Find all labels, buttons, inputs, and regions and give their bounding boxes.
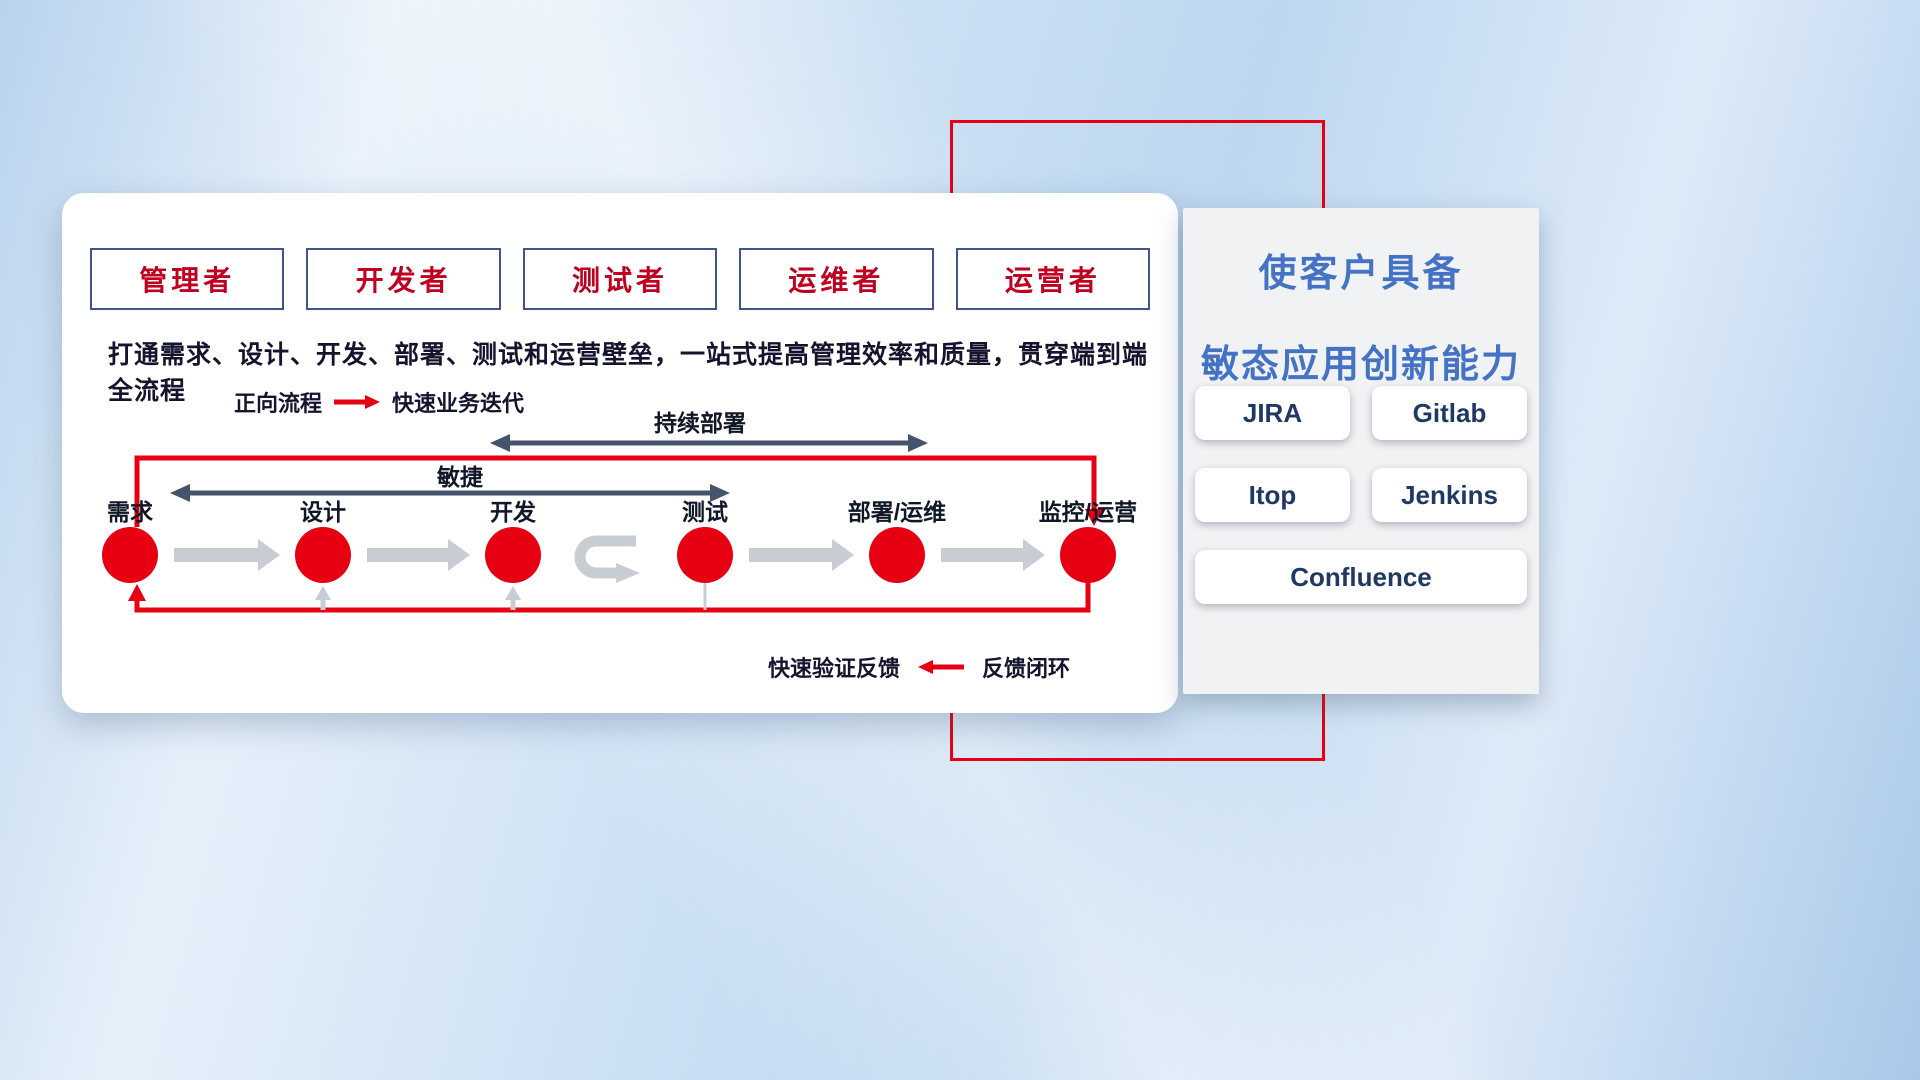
stage-label-monitor-operation: 监控/运营: [1039, 499, 1137, 525]
role-box-developer: 开发者: [306, 248, 501, 310]
feedback-desc: 快速验证反馈: [768, 656, 901, 681]
continuous-deployment-arrow: 持续部署: [490, 410, 928, 452]
feedback-label: 反馈闭环: [982, 656, 1071, 681]
role-box-operator: 运营者: [955, 248, 1151, 310]
panel-title-line2: 敏态应用创新能力: [1200, 344, 1521, 386]
forward-loop-line: [134, 455, 1103, 527]
tool-jenkins: Jenkins: [1372, 468, 1527, 522]
panel-title: 使客户具备 敏态应用创新能力: [1183, 242, 1539, 388]
stage-label-deploy-ops: 部署/运维: [848, 499, 946, 525]
iteration-loop-arrow-icon: [574, 535, 640, 583]
forward-flow-legend: 正向流程 快速业务迭代: [234, 386, 524, 418]
role-label: 测试者: [572, 265, 669, 296]
panel-title-line1: 使客户具备: [1258, 253, 1464, 295]
role-label: 运营者: [1004, 265, 1101, 296]
role-box-tester: 测试者: [522, 248, 718, 310]
forward-flow-label: 正向流程: [234, 391, 323, 416]
role-label: 运维者: [788, 265, 885, 296]
capability-panel: 使客户具备 敏态应用创新能力 JIRA Gitlab Itop Jenkins …: [1183, 208, 1539, 694]
agile-label: 敏捷: [436, 464, 484, 490]
stage-node-testing: [677, 527, 733, 583]
stage-label-testing: 测试: [682, 499, 728, 525]
tool-confluence: Confluence: [1195, 550, 1527, 604]
tool-gitlab: Gitlab: [1372, 386, 1527, 440]
role-boxes-row: 管理者 开发者 测试者 运维者 运营者: [90, 248, 1151, 310]
devops-process-card: 管理者 开发者 测试者 运维者 运营者 打通需求、设计、开发、部署、测试和运营壁…: [62, 193, 1178, 713]
agile-arrow: 敏捷: [170, 464, 730, 502]
continuous-deployment-label: 持续部署: [654, 410, 746, 436]
stage-label-development: 开发: [490, 499, 536, 525]
stage-node-development: [485, 527, 541, 583]
role-box-ops: 运维者: [739, 248, 934, 310]
role-box-manager: 管理者: [90, 248, 285, 310]
forward-arrow-icon: [334, 395, 381, 409]
stage-node-requirements: [102, 527, 158, 583]
feedback-arrow-icon: [918, 660, 965, 674]
stage-node-monitor-operation: [1060, 527, 1116, 583]
flow-diagram: 持续部署 敏捷 需求 设计 开发 测试 部署/运维 监控/运营: [102, 410, 1137, 613]
role-label: 开发者: [355, 265, 452, 296]
card-subtitle: 打通需求、设计、开发、部署、测试和运营壁垒，一站式提高管理效率和质量，贯穿端到端…: [108, 341, 1149, 405]
feedback-loop-line: [128, 583, 1091, 613]
tool-jira: JIRA: [1195, 386, 1350, 440]
stage-label-requirements: 需求: [107, 499, 153, 525]
stage-node-deploy-ops: [869, 527, 925, 583]
stage-node-design: [295, 527, 351, 583]
role-label: 管理者: [139, 265, 236, 296]
feedback-legend: 快速验证反馈 反馈闭环: [768, 651, 1070, 683]
stage-label-design: 设计: [300, 499, 346, 525]
tool-itop: Itop: [1195, 468, 1350, 522]
forward-flow-desc: 快速业务迭代: [392, 391, 525, 416]
tool-grid: JIRA Gitlab Itop Jenkins Confluence: [1195, 386, 1527, 604]
process-arrows: [174, 539, 1045, 571]
